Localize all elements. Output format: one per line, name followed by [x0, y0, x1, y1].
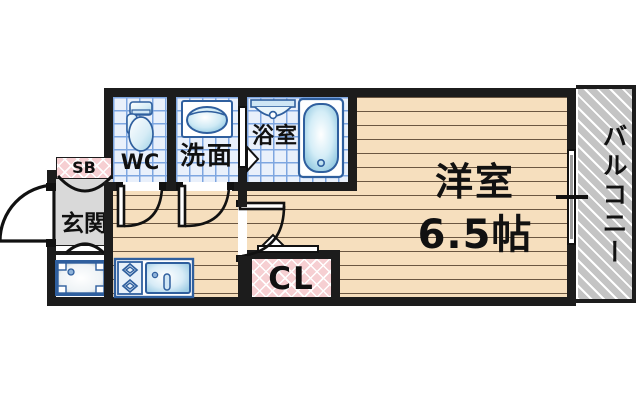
- stove-burner-top: [121, 262, 139, 278]
- balcony-area: [578, 88, 634, 300]
- genkan-door-lower[interactable]: [56, 233, 114, 255]
- closet-label: CL: [268, 260, 315, 297]
- balcony-wall-bottom: [576, 299, 636, 303]
- balcony-wall-right: [632, 85, 636, 303]
- washbasin-icon: [181, 100, 233, 138]
- wc-label: WC: [120, 149, 160, 174]
- shoe-box-label: SB: [72, 158, 96, 177]
- shower-head-icon: [250, 99, 296, 120]
- room-door-opening: [238, 206, 247, 258]
- wc-door[interactable]: [116, 182, 166, 230]
- yokushitsu-label: 浴室: [251, 124, 298, 149]
- room-door[interactable]: [236, 200, 288, 262]
- senmen-door[interactable]: [176, 182, 234, 230]
- genkan-label: 玄関: [61, 210, 107, 237]
- genkan-step-line: [56, 251, 113, 255]
- wetblock-right-wall: [348, 88, 357, 191]
- shoe-box: [56, 157, 112, 179]
- bathtub-icon: [297, 97, 345, 179]
- closet-wall-left: [243, 250, 252, 306]
- balcony-label: バルコニー: [599, 122, 628, 268]
- closet-door[interactable]: [257, 245, 319, 253]
- entrance-door[interactable]: [0, 183, 58, 247]
- wall-bottom: [47, 297, 576, 306]
- room-size-label: 6.5帖: [417, 212, 533, 258]
- wc-senmen-divider: [167, 88, 176, 182]
- senmen-label: 洗面: [179, 140, 234, 170]
- closet-wall-right: [331, 250, 340, 306]
- balcony-sliding-door-handle: [556, 195, 588, 199]
- bathroom-door-arrow-icon: [246, 144, 260, 174]
- hall-room-wall-upper: [238, 191, 247, 207]
- senmen-door-opening: [180, 182, 232, 191]
- balcony-wall-top: [576, 85, 636, 89]
- wc-door-opening: [117, 182, 163, 191]
- washer-pan-icon: [55, 260, 107, 296]
- wall-top: [104, 88, 576, 97]
- kitchen-unit-icon: [113, 257, 195, 299]
- genkan-door[interactable]: [56, 174, 114, 212]
- wall-left-kitchen-edge: [104, 182, 113, 306]
- room-name-label: 洋室: [434, 160, 515, 204]
- stove-burner-bottom: [121, 278, 139, 294]
- bathroom-door[interactable]: [238, 106, 247, 168]
- wall-left-upper: [104, 88, 113, 174]
- toilet-icon: [126, 101, 154, 152]
- hall-room-wall-lower: [238, 256, 247, 306]
- closet-wall-top: [243, 250, 340, 259]
- closet-area: [252, 259, 331, 297]
